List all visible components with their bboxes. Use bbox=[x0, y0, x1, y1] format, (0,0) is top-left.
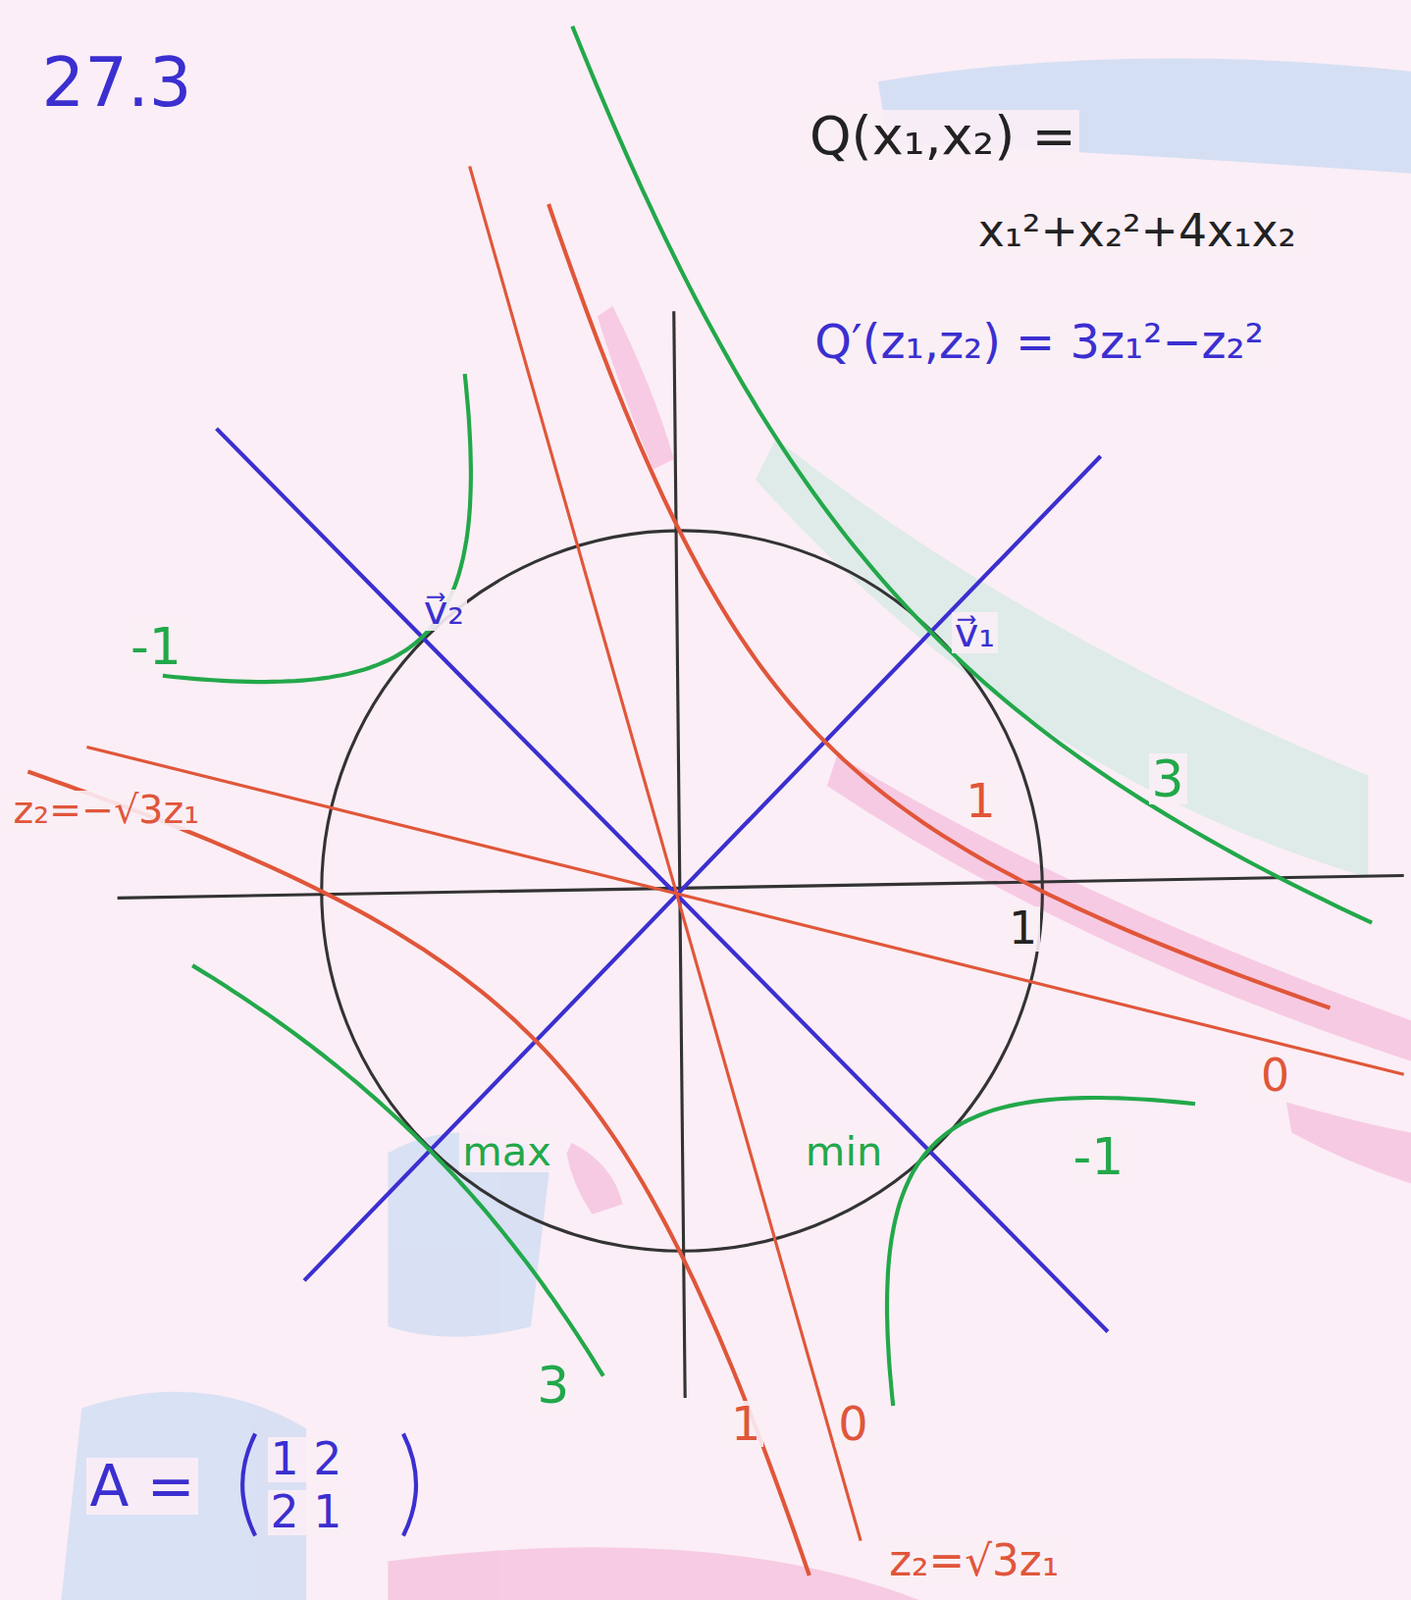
level-value: -1 bbox=[127, 621, 185, 673]
extremum-label: min bbox=[802, 1131, 886, 1173]
formula: x₁²+x₂²+4x₁x₂ bbox=[975, 209, 1300, 255]
coordinate-axes bbox=[117, 311, 1405, 1399]
level-curve-minus-1 bbox=[887, 1097, 1196, 1407]
formula: Q(x₁,x₂) = bbox=[806, 109, 1080, 163]
eigenvector-axes bbox=[216, 428, 1108, 1333]
level-curve-3 bbox=[572, 26, 1372, 924]
level-curve-3 bbox=[192, 965, 604, 1377]
level-value: 1 bbox=[962, 778, 998, 826]
matrix-brackets bbox=[242, 1433, 417, 1536]
level-value: 3 bbox=[533, 1359, 573, 1411]
extremum-label: max bbox=[459, 1131, 555, 1173]
highlight-strokes bbox=[60, 57, 1411, 1600]
asymptote-label: z₂=√3z₁ bbox=[886, 1539, 1062, 1583]
level-value: -1 bbox=[1069, 1131, 1127, 1183]
level-curve-1 bbox=[548, 204, 1330, 1008]
matrix-row: 2 1 bbox=[267, 1490, 346, 1536]
level-curve-minus-1 bbox=[162, 373, 471, 682]
level-value: 0 bbox=[1257, 1053, 1293, 1099]
level-curve-1 bbox=[27, 772, 809, 1576]
vector-label: v⃗₁ bbox=[951, 612, 998, 654]
level-value: 0 bbox=[835, 1401, 871, 1449]
problem-number: 27.3 bbox=[39, 49, 196, 117]
level-value: 3 bbox=[1149, 753, 1188, 805]
formula: Q′(z₁,z₂) = 3z₁²−z₂² bbox=[811, 318, 1267, 366]
axis-mark: 1 bbox=[1005, 906, 1041, 952]
vector-label: v⃗₂ bbox=[420, 589, 468, 631]
asymptote-label: z₂=−√3z₁ bbox=[9, 790, 203, 831]
asymptotes bbox=[86, 166, 1404, 1542]
matrix-row: 1 2 bbox=[267, 1437, 346, 1483]
level-value: 1 bbox=[728, 1401, 764, 1449]
matrix-label: A = bbox=[86, 1458, 198, 1516]
level-curves bbox=[27, 26, 1372, 1576]
